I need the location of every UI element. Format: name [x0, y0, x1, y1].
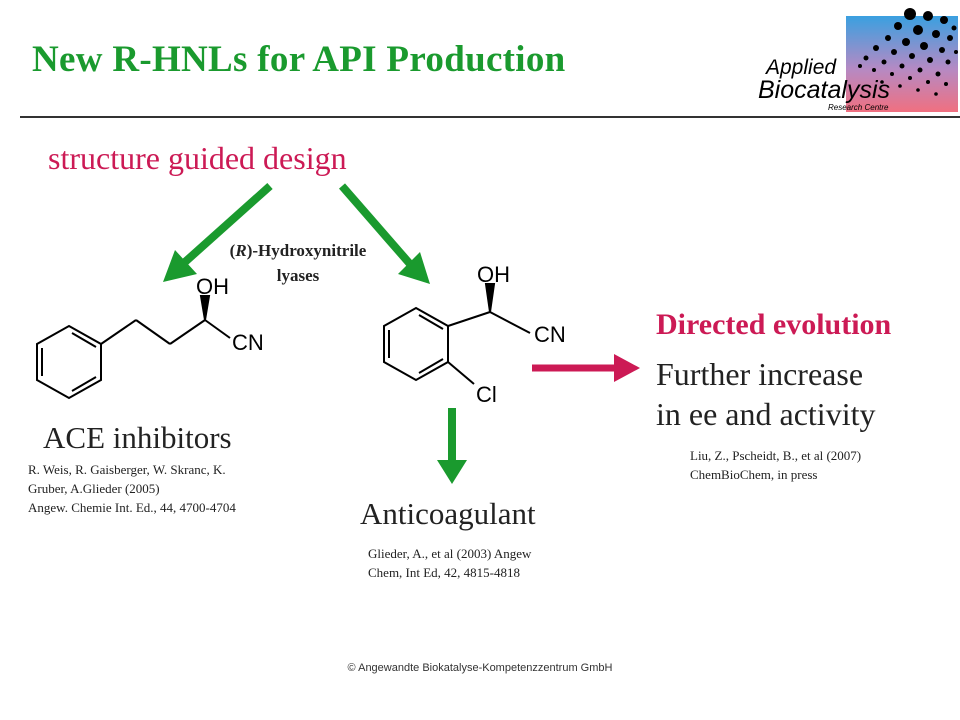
directed-evolution-text-line: Further increase: [656, 356, 864, 392]
directed-evolution-reference-line: ChemBioChem, in press: [690, 467, 818, 482]
enzyme-label-italic: R: [235, 241, 247, 260]
anticoagulant-reference-line: Chem, Int Ed, 42, 4815-4818: [368, 565, 521, 580]
anticoagulant-structure: [383, 283, 531, 385]
ace-inhibitors-label: ACE inhibitors: [43, 420, 232, 455]
ace-reference-line: Angew. Chemie Int. Ed., 44, 4700-4704: [28, 500, 236, 515]
directed-evolution-reference-line: Liu, Z., Pscheidt, B., et al (2007): [690, 448, 862, 463]
ace-inhibitor-structure: [36, 295, 231, 400]
logo-line2: Biocatalysis: [758, 76, 890, 104]
anticoagulant-reference-line: Glieder, A., et al (2003) Angew: [368, 546, 532, 561]
anticoagulant-reference: Glieder, A., et al (2003) Angew Chem, In…: [368, 544, 531, 582]
enzyme-label-line2: lyases: [276, 266, 320, 285]
subtitle: structure guided design: [48, 140, 347, 176]
right-oh-label: OH: [477, 262, 510, 287]
left-oh-label: OH: [196, 274, 229, 299]
arrow-right-directed-evolution: [532, 354, 640, 382]
enzyme-label: (R)-Hydroxynitrile lyases: [229, 241, 367, 285]
directed-evolution-reference: Liu, Z., Pscheidt, B., et al (2007) Chem…: [690, 446, 861, 484]
anticoagulant-label: Anticoagulant: [360, 496, 536, 531]
directed-evolution-text: Further increase in ee and activity: [656, 354, 956, 434]
applied-biocatalysis-logo: Applied Biocatalysis Research Centre: [748, 6, 960, 114]
ace-reference-line: R. Weis, R. Gaisberger, W. Skranc, K.: [28, 462, 226, 477]
directed-evolution-text-line: in ee and activity: [656, 396, 876, 432]
slide-title: New R-HNLs for API Production: [32, 39, 566, 80]
logo-line3: Research Centre: [828, 103, 889, 112]
directed-evolution-heading: Directed evolution: [656, 308, 892, 341]
left-cn-label: CN: [232, 330, 264, 355]
logo-line1: Applied: [764, 56, 837, 79]
arrow-down-left: [163, 183, 273, 282]
footer-copyright: © Angewandte Biokatalyse-Kompetenzzentru…: [347, 662, 613, 674]
arrow-down-anticoagulant: [437, 408, 467, 484]
arrow-down-right: [338, 183, 430, 284]
title-divider: [20, 116, 960, 118]
right-cl-label: Cl: [476, 382, 497, 407]
ace-reference: R. Weis, R. Gaisberger, W. Skranc, K. Gr…: [28, 460, 236, 517]
enzyme-label-line1: -Hydroxynitrile: [252, 241, 367, 260]
right-cn-label: CN: [534, 322, 566, 347]
ace-reference-line: Gruber, A.Glieder (2005): [28, 481, 160, 496]
